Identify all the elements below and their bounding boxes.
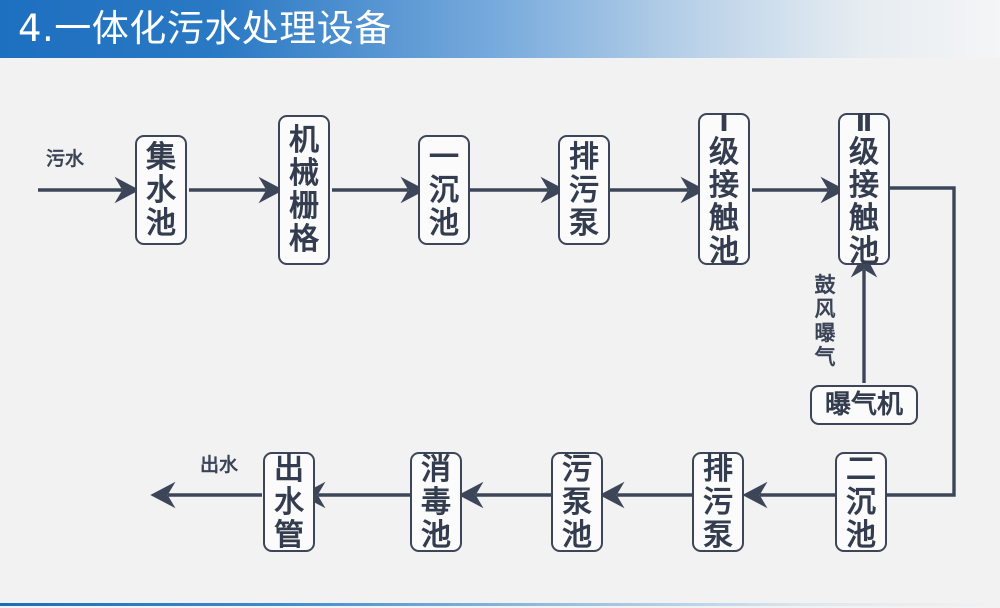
node-disinfection-tank[interactable]: 消 毒 池: [410, 452, 462, 552]
node-collection-tank[interactable]: 集 水 池: [135, 135, 187, 245]
footer-divider: [0, 603, 1000, 606]
label-inlet: 污水: [46, 148, 85, 170]
node-sludge-pump-tank-label: 污 泵 池: [562, 451, 592, 553]
node-contact-tank-2-label: 级 接 触 池: [849, 135, 879, 269]
node-aerator[interactable]: 曝气机: [810, 385, 918, 425]
node-outlet-pipe[interactable]: 出 水 管: [263, 452, 315, 552]
node-sludge-pump-tank[interactable]: 污 泵 池: [551, 452, 603, 552]
node-outlet-pipe-label: 出 水 管: [274, 451, 304, 553]
node-contact-tank-2[interactable]: Ⅱ 级 接 触 池: [838, 108, 890, 269]
page-header: 4.一体化污水处理设备: [0, 0, 1000, 58]
node-sewage-pump-bottom[interactable]: 排 污 泵: [692, 452, 744, 552]
node-aerator-label: 曝气机: [824, 390, 903, 420]
node-secondary-sedimentation[interactable]: 二 沉 池: [835, 452, 887, 552]
node-primary-sedimentation-label: 一 沉 池: [429, 139, 459, 241]
process-flow-diagram: 污水 出水 鼓 风 曝 气 集 水 池 机 械 栅 格 一 沉 池 排 污 泵 …: [0, 58, 1000, 603]
node-secondary-sedimentation-label: 二 沉 池: [846, 451, 876, 553]
node-sewage-pump-top[interactable]: 排 污 泵: [558, 135, 610, 245]
page-title: 4.一体化污水处理设备: [18, 7, 392, 50]
node-disinfection-tank-label: 消 毒 池: [421, 451, 451, 553]
label-blower-aeration: 鼓 风 曝 气: [814, 273, 836, 369]
node-contact-tank-2-numeral: Ⅱ: [855, 108, 873, 137]
node-sewage-pump-bottom-label: 排 污 泵: [703, 451, 733, 553]
node-contact-tank-1[interactable]: Ⅰ 级 接 触 池: [698, 108, 750, 269]
node-mechanical-grille-label: 机 械 栅 格: [289, 123, 319, 257]
node-sewage-pump-top-label: 排 污 泵: [569, 139, 599, 241]
connector-layer: [38, 176, 956, 509]
node-contact-tank-1-numeral: Ⅰ: [719, 108, 729, 137]
node-mechanical-grille[interactable]: 机 械 栅 格: [278, 115, 330, 265]
label-outlet: 出水: [200, 454, 239, 476]
arrow-contact2-to-secondary-sed: [861, 186, 956, 509]
node-collection-tank-label: 集 水 池: [146, 139, 176, 241]
node-primary-sedimentation[interactable]: 一 沉 池: [418, 135, 470, 245]
node-contact-tank-1-label: 级 接 触 池: [709, 135, 739, 269]
